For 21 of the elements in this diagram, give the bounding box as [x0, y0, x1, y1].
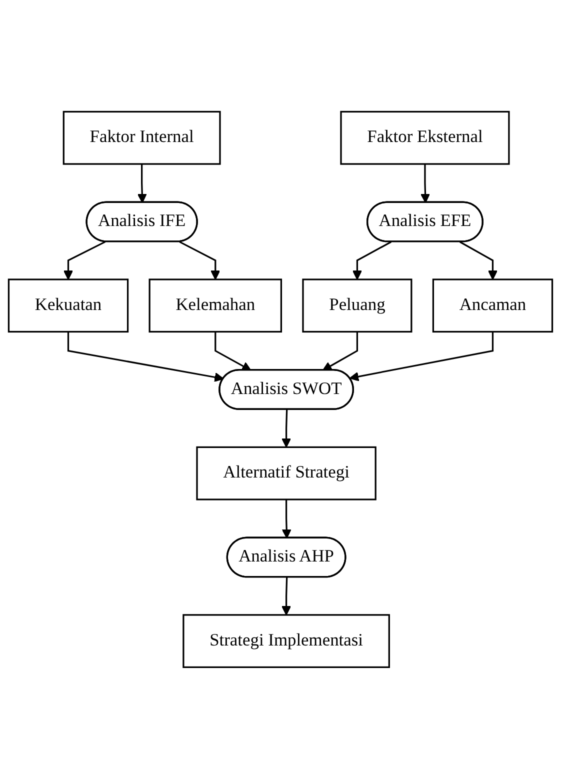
arrow [137, 164, 147, 203]
node-box: Strategi Implementasi [182, 614, 390, 668]
arrow [352, 240, 392, 280]
node-box: Ancaman [432, 278, 554, 332]
node-box: Alternatif Strategi [196, 446, 376, 500]
arrow [179, 240, 220, 280]
node-box: Kekuatan [8, 278, 129, 332]
arrow [67, 331, 224, 382]
arrow [282, 576, 292, 615]
node-box: Kelemahan [148, 278, 282, 332]
arrow [63, 240, 106, 280]
arrow [420, 164, 430, 203]
arrow [349, 331, 494, 381]
arrow [459, 240, 498, 280]
arrow [214, 331, 252, 370]
node-box: Peluang [302, 278, 412, 332]
arrow [282, 499, 292, 538]
node-box: Faktor Internal [62, 110, 221, 164]
node-box: Faktor Eksternal [340, 110, 510, 164]
arrow [282, 409, 292, 448]
arrow [322, 331, 358, 370]
